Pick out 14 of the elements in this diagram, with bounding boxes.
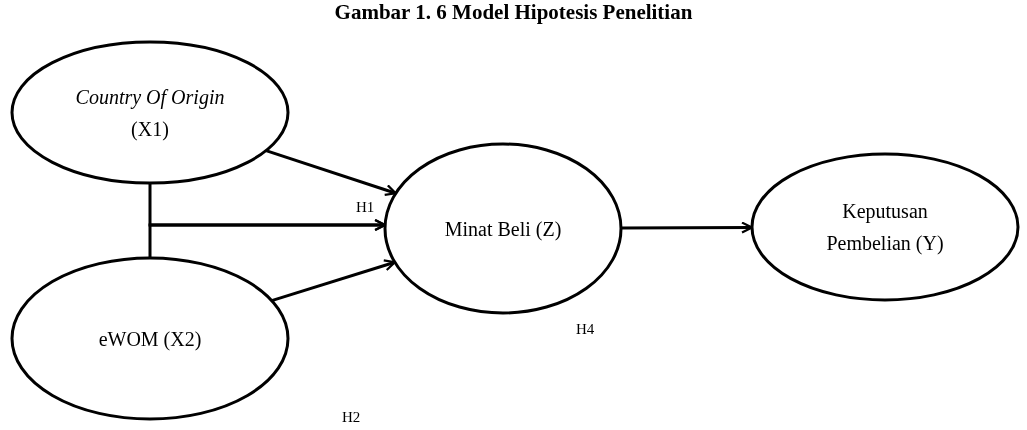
ellipse-node	[383, 142, 623, 315]
ellipse-node	[10, 256, 290, 421]
ellipse-node	[750, 152, 1020, 302]
arrow	[265, 149, 397, 196]
ellipse-node	[10, 40, 290, 185]
node-label: Country Of Origin (X1)	[75, 84, 225, 143]
diagram-title: Gambar 1. 6 Model Hipotesis Penelitian	[334, 2, 693, 23]
arrow	[271, 259, 396, 302]
hypothesis-label: H2	[342, 410, 361, 425]
node-label: Minat Beli (Z)	[444, 216, 562, 243]
node-label: Keputusan Pembelian (Y)	[825, 199, 945, 257]
node-label: eWOM (X2)	[98, 326, 202, 353]
hypothesis-label: H4	[576, 322, 595, 337]
hypothesis-label: H1	[356, 200, 375, 215]
